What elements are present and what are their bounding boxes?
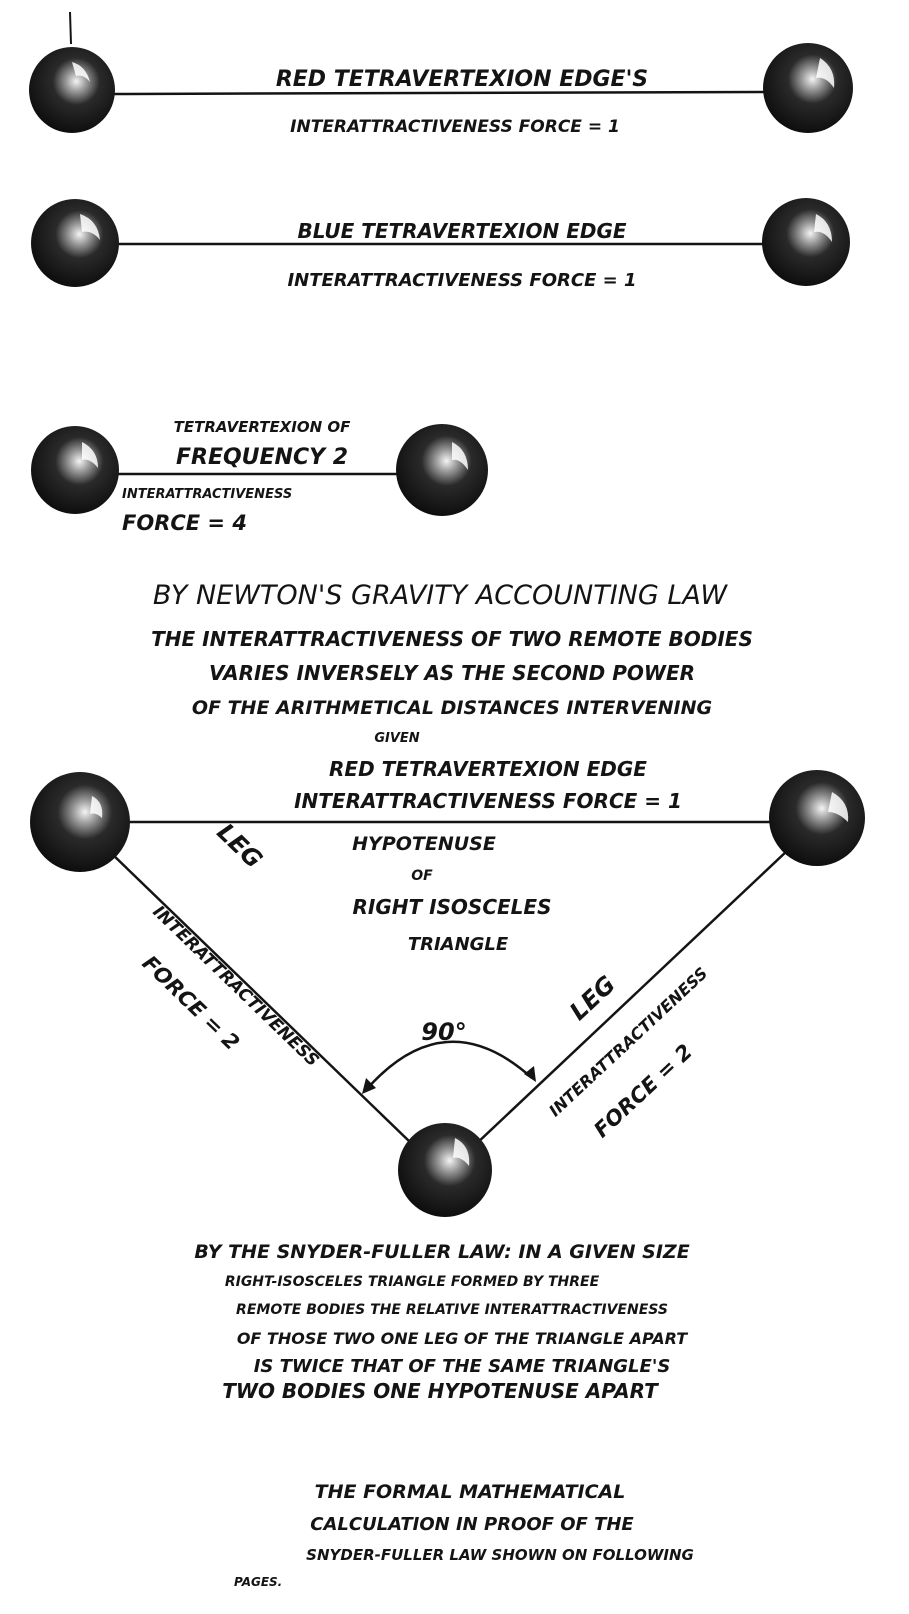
red-edge-line <box>109 90 766 96</box>
newton-line-2: VARIES INVERSELY AS THE SECOND POWER <box>209 661 695 685</box>
right-leg-line <box>474 849 789 1146</box>
footer-line-1: THE FORMAL MATHEMATICAL <box>315 1481 626 1503</box>
sphere-red-right <box>763 43 853 133</box>
hypotenuse-label-1: RED TETRAVERTEXION EDGE <box>329 757 647 781</box>
right-leg-label: LEG <box>564 970 621 1026</box>
frequency-two-force-2: FORCE = 4 <box>122 511 247 535</box>
sphere-triangle-left <box>30 772 130 872</box>
newton-given: GIVEN <box>374 731 419 746</box>
snyder-line-5: IS TWICE THAT OF THE SAME TRIANGLE'S <box>254 1356 671 1377</box>
blue-edge-force: INTERATTRACTIVENESS FORCE = 1 <box>287 270 636 291</box>
frequency-two-title-2: FREQUENCY 2 <box>176 445 348 470</box>
sphere-frequency-right <box>396 424 488 516</box>
sphere-red-left <box>29 47 115 133</box>
right-angle-label: 90° <box>421 1018 466 1046</box>
snyder-line-4: OF THOSE TWO ONE LEG OF THE TRIANGLE APA… <box>237 1329 688 1348</box>
frequency-two-group: TETRAVERTEXION OF FREQUENCY 2 INTERATTRA… <box>31 418 488 535</box>
triangle-group: RED TETRAVERTEXION EDGE INTERATTRACTIVEN… <box>30 757 865 1217</box>
sphere-triangle-bottom <box>398 1123 492 1217</box>
newton-heading: BY NEWTON'S GRAVITY ACCOUNTING LAW <box>153 580 729 611</box>
footer-line-4: PAGES. <box>234 1575 282 1589</box>
sphere-frequency-left <box>31 426 119 514</box>
red-edge-tick <box>69 11 72 45</box>
frequency-two-title-1: TETRAVERTEXION OF <box>174 418 351 436</box>
left-leg-label: LEG <box>211 818 267 874</box>
snyder-line-2: RIGHT-ISOSCELES TRIANGLE FORMED BY THREE <box>225 1274 600 1290</box>
center-line-2: OF <box>411 868 433 884</box>
blue-edge-group: BLUE TETRAVERTEXION EDGE INTERATTRACTIVE… <box>31 198 850 291</box>
left-leg-line <box>109 851 411 1143</box>
sphere-blue-right <box>762 198 850 286</box>
center-line-3: RIGHT ISOSCELES <box>352 895 551 919</box>
snyder-law-block: BY THE SNYDER-FULLER LAW: IN A GIVEN SIZ… <box>194 1241 689 1403</box>
red-edge-title: RED TETRAVERTEXION EDGE'S <box>276 67 648 92</box>
sphere-blue-left <box>31 199 119 287</box>
newton-law-block: BY NEWTON'S GRAVITY ACCOUNTING LAW THE I… <box>151 580 753 746</box>
newton-line-3: OF THE ARITHMETICAL DISTANCES INTERVENIN… <box>192 697 712 719</box>
center-line-1: HYPOTENUSE <box>352 833 496 855</box>
footer-line-2: CALCULATION IN PROOF OF THE <box>310 1514 634 1535</box>
red-edge-group: RED TETRAVERTEXION EDGE'S INTERATTRACTIV… <box>29 11 853 137</box>
snyder-line-6: TWO BODIES ONE HYPOTENUSE APART <box>222 1379 659 1403</box>
frequency-two-force-1: INTERATTRACTIVENESS <box>122 487 292 502</box>
snyder-line-3: REMOTE BODIES THE RELATIVE INTERATTRACTI… <box>236 1302 668 1318</box>
sphere-triangle-right <box>769 770 865 866</box>
hypotenuse-label-2: INTERATTRACTIVENESS FORCE = 1 <box>294 789 682 813</box>
center-line-4: TRIANGLE <box>408 934 509 955</box>
right-angle-arrow-right <box>524 1066 536 1082</box>
right-angle-arrow-left <box>362 1078 376 1094</box>
footer-block: THE FORMAL MATHEMATICAL CALCULATION IN P… <box>234 1481 694 1589</box>
blue-edge-title: BLUE TETRAVERTEXION EDGE <box>297 219 626 243</box>
footer-line-3: SNYDER-FULLER LAW SHOWN ON FOLLOWING <box>306 1546 694 1564</box>
red-edge-force: INTERATTRACTIVENESS FORCE = 1 <box>290 117 620 137</box>
snyder-line-1: BY THE SNYDER-FULLER LAW: IN A GIVEN SIZ… <box>194 1241 689 1263</box>
newton-line-1: THE INTERATTRACTIVENESS OF TWO REMOTE BO… <box>151 627 753 651</box>
right-angle-arc <box>365 1040 533 1091</box>
